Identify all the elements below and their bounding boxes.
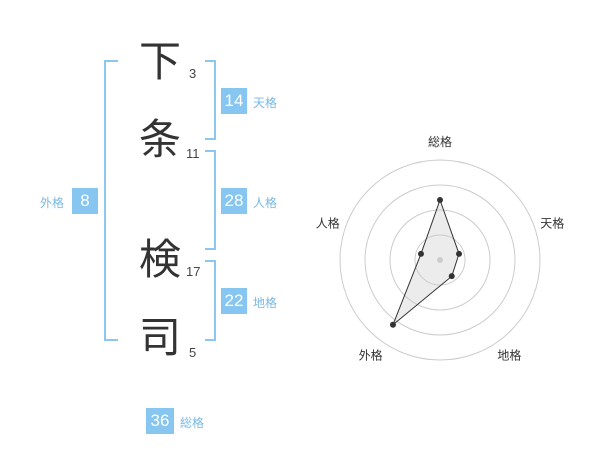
- radar-series: [389, 197, 463, 328]
- jinkaku-bracket: [205, 150, 216, 250]
- radar-point-3: [448, 273, 455, 280]
- name-char-3: 検: [138, 235, 181, 284]
- radar-axis-label-3: 地格: [497, 347, 521, 362]
- radar-grid: [339, 159, 541, 361]
- radar-axis-label-1: 総格: [428, 134, 452, 149]
- name-char-2: 条: [138, 115, 181, 164]
- radar-ring-3: [364, 184, 516, 336]
- radar-point-5: [417, 250, 424, 257]
- name-char-4: 司: [138, 313, 181, 362]
- tenkaku-bracket: [205, 60, 216, 140]
- radar-point-2: [456, 250, 463, 257]
- soukaku-label: 総格: [180, 416, 205, 430]
- soukaku-value: 36: [146, 408, 174, 434]
- radar-point-4: [389, 321, 396, 328]
- tenkaku-value: 14: [221, 88, 247, 114]
- chikaku-bracket: [205, 260, 216, 341]
- gaikaku-bracket: [104, 60, 118, 341]
- stroke-count-4: 5: [189, 345, 197, 360]
- jinkaku-value: 28: [221, 188, 247, 214]
- radar-ring-2: [389, 209, 491, 311]
- gaikaku-label: 外格: [40, 196, 65, 210]
- tenkaku-label: 天格: [253, 96, 278, 110]
- stroke-count-1: 3: [189, 66, 197, 81]
- jinkaku-label: 人格: [253, 196, 278, 210]
- radar-center-dot: [437, 257, 443, 263]
- radar-axis-label-2: 天格: [540, 216, 564, 231]
- radar-point-1: [437, 197, 443, 203]
- chikaku-value: 22: [221, 288, 247, 314]
- stroke-count-3: 17: [186, 264, 201, 279]
- name-char-1: 下: [138, 37, 181, 86]
- radar-ring-4: [339, 159, 541, 361]
- radar-axis-label-5: 人格: [316, 216, 340, 231]
- gaikaku-value: 8: [72, 188, 98, 214]
- stroke-count-2: 11: [186, 146, 200, 161]
- radar-ring-1: [414, 234, 466, 286]
- chikaku-label: 地格: [253, 296, 278, 310]
- radar-axis-label-4: 外格: [359, 347, 383, 362]
- radar-polygon: [392, 198, 460, 326]
